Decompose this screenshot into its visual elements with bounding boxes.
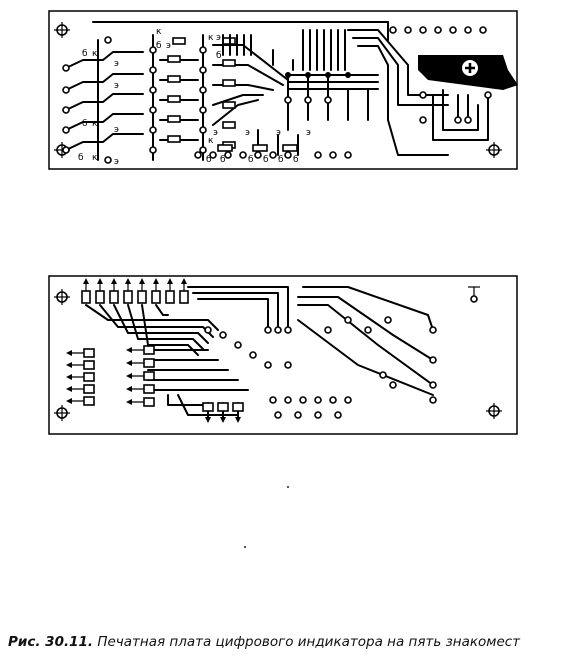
label-b: б xyxy=(293,155,299,165)
mounting-hole xyxy=(54,22,70,38)
copper-pour xyxy=(418,55,518,90)
component-labels: б к э к э б э б к э б к э к э б э к э э … xyxy=(78,27,311,167)
label-e: э xyxy=(114,81,119,91)
center-traces xyxy=(222,29,449,156)
label-e: э xyxy=(276,128,281,138)
label-b: б xyxy=(78,153,84,163)
label-e: э xyxy=(114,125,119,135)
pcb-bottom-drawing xyxy=(48,275,518,435)
label-k: к xyxy=(208,33,214,43)
test-point xyxy=(468,286,480,303)
left-pads xyxy=(62,36,236,164)
label-e: э xyxy=(114,157,119,167)
mounting-hole xyxy=(54,405,70,421)
mounting-hole xyxy=(486,142,502,158)
bottom-pads xyxy=(202,316,437,423)
pcb-top-board: б к э к э б э б к э б к э к э б э к э э … xyxy=(48,10,518,170)
scan-speck xyxy=(287,486,289,488)
label-b: б xyxy=(206,155,212,165)
board-outline xyxy=(48,10,518,170)
label-e: э xyxy=(306,128,311,138)
center-pads xyxy=(194,26,487,159)
label-b: б xyxy=(216,51,222,61)
label-b: б xyxy=(248,155,254,165)
pcb-top-drawing: б к э к э б э б к э б к э к э б э к э э … xyxy=(48,10,518,170)
board-outline xyxy=(48,275,518,435)
label-e: э xyxy=(213,128,218,138)
label-e: э xyxy=(245,128,250,138)
label-k: к xyxy=(92,153,98,163)
label-b: б xyxy=(263,155,269,165)
mounting-hole xyxy=(54,289,70,305)
top-connector-row xyxy=(81,278,189,304)
label-b: б xyxy=(82,49,88,59)
figure-label: Рис. 30.11. xyxy=(8,634,94,650)
label-b: б xyxy=(220,155,226,165)
label-k: к xyxy=(92,49,98,59)
caption-text: Печатная плата цифрового индикатора на п… xyxy=(97,634,521,650)
label-b: б xyxy=(82,119,88,129)
figure-caption: Рис. 30.11. Печатная плата цифрового инд… xyxy=(8,634,574,650)
label-k: к xyxy=(92,119,98,129)
pcb-bottom-board xyxy=(48,275,518,435)
label-k: к xyxy=(156,27,162,37)
left-arrows xyxy=(66,345,155,407)
label-k: к xyxy=(208,136,214,146)
label-e: э xyxy=(166,41,171,51)
label-b: б xyxy=(156,41,162,51)
right-traces xyxy=(419,89,492,141)
label-e: э xyxy=(114,59,119,69)
scan-speck xyxy=(244,546,246,548)
mounting-hole xyxy=(486,403,502,419)
label-e: э xyxy=(216,33,221,43)
bottom-traces xyxy=(85,286,434,418)
label-b: б xyxy=(278,155,284,165)
